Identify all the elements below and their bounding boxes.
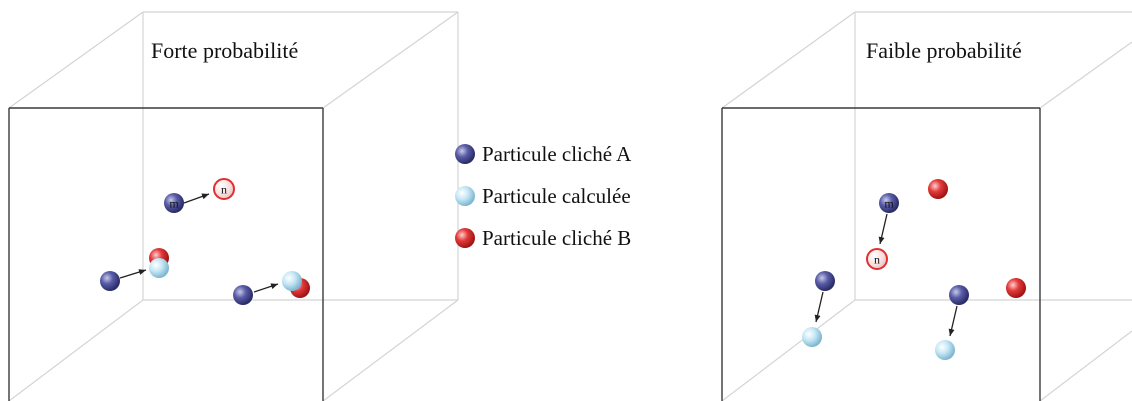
particle-label-m: m [884,197,894,211]
legend-label-calc: Particule calculée [482,184,631,208]
legend-swatch-b [455,228,475,248]
legend-label-b: Particule cliché B [482,226,631,250]
particle-calc [282,271,302,291]
legend-item-b: Particule cliché B [455,226,631,250]
particle-a [949,285,969,305]
legend-swatch-a [455,144,475,164]
particle-label-m: m [169,197,179,211]
particle-b [1006,278,1026,298]
particle-label-n: n [874,253,880,267]
particle-label-n: n [221,183,227,197]
panel-high-probability: Forte probabilité m n [9,12,458,401]
legend: Particule cliché A Particule calculée Pa… [455,142,632,250]
legend-label-a: Particule cliché A [482,142,632,166]
panel-low-probability: Faible probabilité m n [722,12,1132,401]
legend-item-calc: Particule calculée [455,184,631,208]
displacement-arrow [880,214,887,244]
particle-a-m: m [879,193,899,213]
particle-b-n: n [867,249,887,269]
box-right [722,12,1132,401]
particle-a [233,285,253,305]
displacement-arrow [254,284,278,292]
displacement-arrow [184,194,209,203]
particle-b [928,179,948,199]
particle-a [100,271,120,291]
displacement-arrow [120,270,146,278]
particle-calc [149,258,169,278]
box-left [9,12,458,401]
displacement-arrow [816,292,823,322]
legend-swatch-calc [455,186,475,206]
particle-b-n: n [214,179,234,199]
particle-a [815,271,835,291]
particle-calc [935,340,955,360]
displacement-arrow [950,306,957,336]
legend-item-a: Particule cliché A [455,142,632,166]
panel-title-high: Forte probabilité [151,38,298,63]
panel-title-low: Faible probabilité [866,38,1022,63]
particle-a-m: m [164,193,184,213]
particle-calc [802,327,822,347]
